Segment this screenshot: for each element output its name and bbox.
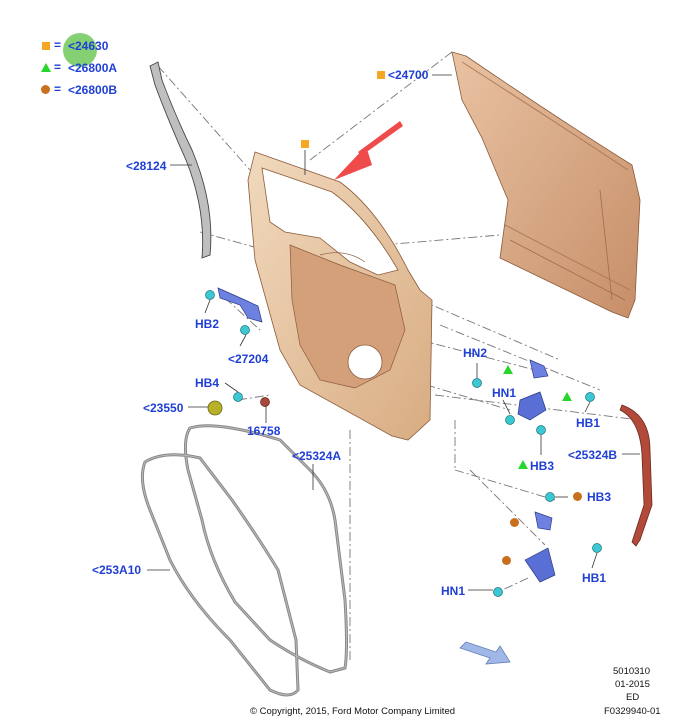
green-triangle-icon (562, 392, 572, 401)
clip (260, 397, 270, 407)
weatherstrip-seals (140, 424, 348, 697)
brown-circle-icon (41, 85, 50, 94)
orange-square-icon (301, 140, 309, 148)
footer-ed: ED (626, 692, 640, 703)
label-hb1-upper: HB1 (576, 416, 601, 430)
footer-ref: F0329940-01 (604, 706, 661, 717)
label-253a10: <253A10 (92, 563, 142, 577)
green-triangle-icon (518, 460, 528, 469)
label-hn1-lower: HN1 (441, 584, 466, 598)
hinge-parts (217, 287, 556, 583)
label-28124: <28124 (126, 159, 167, 173)
green-triangle-icon (41, 63, 51, 72)
label-25324a: <25324A (292, 449, 342, 463)
legend-eq-2: = (54, 60, 62, 74)
label-hn1-upper: HN1 (492, 386, 517, 400)
glass-run-channel (149, 61, 212, 259)
label-leaders (147, 74, 640, 591)
label-27204: <27204 (228, 352, 269, 366)
label-16758: 16758 (247, 424, 281, 438)
legend-label-24630: <24630 (68, 39, 109, 53)
label-hb3-right: HB3 (587, 490, 612, 504)
direction-arrow (459, 641, 511, 665)
footer-code: 5010310 (613, 666, 650, 677)
label-hb1-lower: HB1 (582, 571, 607, 585)
legend-eq-3: = (54, 82, 62, 96)
legend-label-26800b: <26800B (68, 83, 118, 97)
label-hb3-lower: HB3 (530, 459, 555, 473)
brown-circle-icon (573, 492, 582, 501)
footer-copyright: © Copyright, 2015, Ford Motor Company Li… (250, 706, 456, 717)
highlight-dot (63, 33, 97, 67)
orange-square-icon (377, 71, 385, 79)
bolts (205, 290, 602, 597)
brown-circle-icon (502, 556, 511, 565)
legend-eq-1: = (54, 38, 62, 52)
label-hn2: HN2 (463, 346, 488, 360)
label-24700: <24700 (388, 68, 429, 82)
inner-door-frame (247, 151, 433, 441)
label-23550: <23550 (143, 401, 184, 415)
orange-square-icon (42, 42, 50, 50)
pointer-arrow (334, 121, 403, 180)
label-hb2: HB2 (195, 317, 220, 331)
grommet (207, 400, 223, 416)
label-25324b: <25324B (568, 448, 618, 462)
side-seal (619, 404, 653, 547)
legend-label-26800a: <26800A (68, 61, 118, 75)
weatherstrip-seals-inner (141, 425, 347, 696)
green-triangle-icon (503, 365, 513, 374)
brown-circle-icon (510, 518, 519, 527)
outer-door-panel (451, 51, 641, 319)
footer-date: 01-2015 (615, 679, 650, 690)
label-hb4: HB4 (195, 376, 220, 390)
